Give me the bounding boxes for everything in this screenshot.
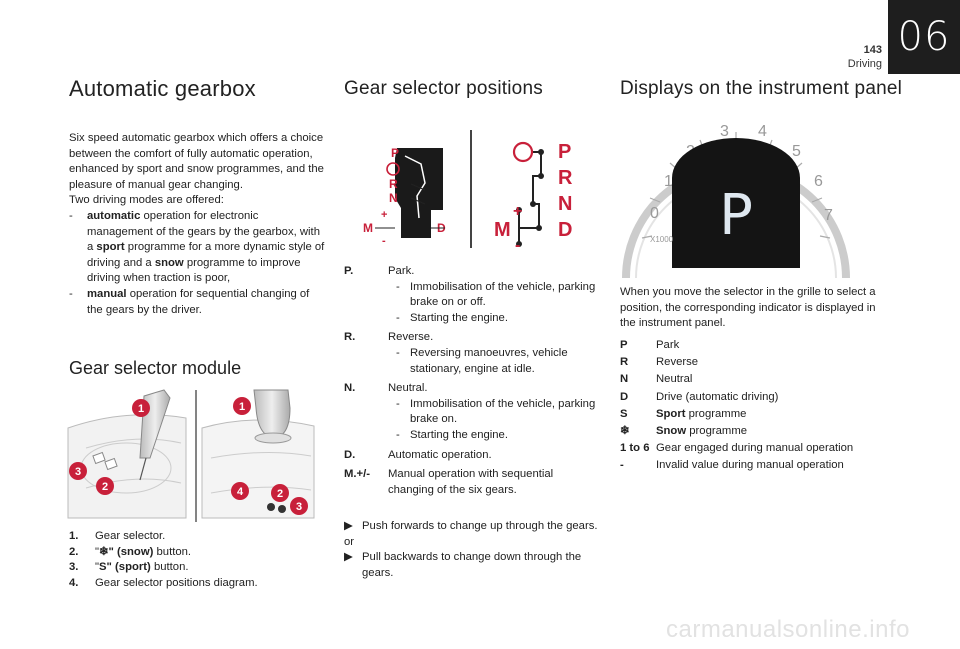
svg-text:1: 1 (239, 401, 245, 413)
callout-3-left: 3 (69, 462, 87, 480)
large-p-label: P (558, 141, 571, 163)
small-m-label: M (363, 221, 373, 235)
arrow-icon: ▶ (344, 551, 353, 564)
gauge-multiplier: X1000 (650, 235, 674, 244)
indicator-row: ❄Snow programme (620, 423, 880, 440)
positions-title: Gear selector positions (344, 78, 543, 99)
position-m: M.+/-Manual operation with sequential ch… (344, 468, 554, 496)
svg-text:4: 4 (237, 486, 244, 498)
legend-item: 3."S" (sport) button. (69, 561, 189, 574)
positions-list: P.Park. -Immobilisation of the vehicle, … (344, 264, 602, 498)
gauge-tick: 3 (720, 123, 729, 140)
position-n: N.Neutral. -Immobilisation of the vehicl… (344, 382, 596, 441)
gauge-tick: 7 (824, 207, 833, 224)
intro-text: Six speed automatic gearbox which offers… (69, 131, 327, 318)
indicator-row: -Invalid value during manual operation (620, 459, 844, 472)
or-text: or (344, 535, 355, 548)
gear-module-svg: 1 3 2 1 4 2 3 (67, 389, 315, 522)
gear-positions-svg: P R N M + - D P R N D M + - (363, 130, 573, 254)
gauge-tick: 5 (792, 143, 801, 160)
callout-4-right: 4 (231, 482, 249, 500)
pull-instruction: ▶Pull backwards to change down through t… (344, 551, 582, 579)
small-p-label: P (391, 146, 399, 160)
legend-item: 2."❄" (snow) button. (69, 545, 192, 558)
section-name: Driving (847, 58, 882, 70)
small-plus-label: + (381, 209, 387, 221)
gear-positions-diagram: P R N M + - D P R N D M + - (355, 128, 595, 254)
instrument-panel-svg: 0 1 2 3 4 5 6 7 P X1000 (622, 123, 850, 279)
gauge-display: P (719, 183, 753, 248)
position-r: R.Reverse. -Reversing manoeuvres, vehicl… (344, 331, 568, 375)
snow-icon-small (386, 162, 400, 176)
snow-icon: ❄ (620, 425, 630, 438)
gauge-tick: 4 (758, 123, 767, 140)
callout-2-right: 2 (271, 484, 289, 502)
page-title: Automatic gearbox (69, 76, 256, 101)
gear-module-illustration: 1 3 2 1 4 2 3 (66, 388, 316, 522)
large-minus-label: - (515, 237, 520, 250)
large-m-label: M (494, 219, 511, 241)
displays-intro: When you move the selector in the grille… (620, 286, 876, 330)
legend-item: 1.Gear selector. (69, 530, 166, 542)
snow-icon-large (512, 141, 534, 163)
modes-intro: Two driving modes are offered: (69, 194, 224, 207)
svg-text:3: 3 (296, 501, 302, 513)
console-left (67, 389, 187, 519)
callout-3-right: 3 (290, 497, 308, 515)
callout-1-left: 1 (132, 399, 150, 417)
svg-text:1: 1 (138, 403, 144, 415)
mode-automatic: - automatic operation for electronic man… (69, 209, 325, 285)
large-d-label: D (558, 219, 572, 241)
arrow-icon: ▶ (344, 520, 353, 532)
large-n-label: N (558, 193, 572, 215)
displays-title: Displays on the instrument panel (620, 78, 903, 99)
watermark: carmanualsonline.info (666, 616, 910, 643)
mode-manual: - manual operation for sequential changi… (69, 287, 310, 316)
large-plus-label: + (513, 203, 522, 220)
gauge-tick: 6 (814, 173, 823, 190)
gauge-tick: 0 (650, 205, 659, 222)
callout-1-right: 1 (233, 397, 251, 415)
shift-instructions: ▶Push forwards to change up through the … (344, 519, 602, 581)
legend-item: 4.Gear selector positions diagram. (69, 576, 258, 589)
svg-text:2: 2 (102, 481, 108, 493)
module-legend: 1.Gear selector. 2."❄" (snow) button. 3.… (69, 529, 319, 591)
push-instruction: ▶Push forwards to change up through the … (344, 519, 602, 535)
svg-text:2: 2 (277, 488, 283, 500)
module-title: Gear selector module (69, 358, 242, 378)
page-number: 143 (863, 44, 882, 56)
instrument-panel-illustration: 0 1 2 3 4 5 6 7 P X1000 (620, 108, 852, 280)
small-n-label: N (389, 191, 398, 205)
chapter-tab: 06 (888, 0, 960, 74)
small-r-label: R (389, 177, 398, 191)
small-minus-label: - (382, 235, 386, 247)
callout-2-left: 2 (96, 477, 114, 495)
intro-paragraph: Six speed automatic gearbox which offers… (69, 132, 324, 191)
position-p: P.Park. -Immobilisation of the vehicle, … (344, 265, 596, 324)
svg-text:3: 3 (75, 466, 81, 478)
large-r-label: R (558, 167, 573, 189)
gauge-tick: 1 (664, 173, 673, 190)
position-d: D.Automatic operation. (344, 448, 492, 461)
